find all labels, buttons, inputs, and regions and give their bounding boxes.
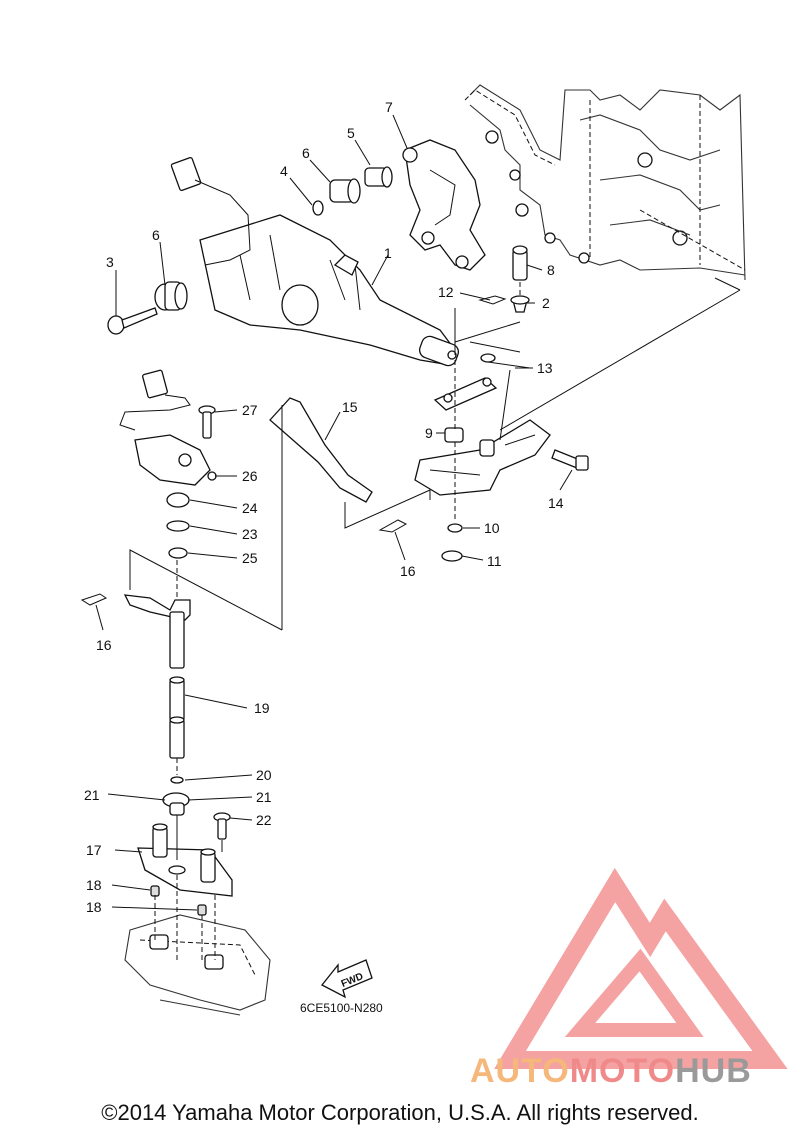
bracket-part-17: [137, 823, 233, 897]
callout-12: 12: [438, 284, 454, 300]
callout-16-left: 16: [96, 637, 112, 653]
bolt-part-22: [213, 812, 231, 840]
callout-14: 14: [548, 495, 564, 511]
clip-part-21: [162, 792, 190, 816]
bolt-part-14: [551, 449, 589, 471]
callout-18-upper: 18: [86, 877, 102, 893]
copyright-notice: ©2014 Yamaha Motor Corporation, U.S.A. A…: [101, 1100, 699, 1125]
callout-15: 15: [342, 399, 358, 415]
assembly-lines: [129, 277, 741, 960]
callout-17: 17: [86, 842, 102, 858]
callout-19: 19: [254, 700, 270, 716]
callout-27: 27: [242, 402, 258, 418]
washer-part-10: [447, 523, 463, 533]
callout-24: 24: [242, 500, 258, 516]
bushing-part-6-lower: [154, 281, 188, 311]
bushing-part-6-upper: [329, 178, 361, 204]
rod-part-15: [269, 397, 373, 503]
callout-23: 23: [242, 526, 258, 542]
shift-rod-assembly-part-1: [199, 214, 460, 367]
engine-block-outline: [464, 84, 746, 281]
callout-2: 2: [542, 295, 550, 311]
callout-7: 7: [385, 99, 393, 115]
watermark-logo: [494, 867, 788, 1069]
callout-25: 25: [242, 550, 258, 566]
clip-part-16-right: [378, 519, 408, 533]
callout-18-lower: 18: [86, 899, 102, 915]
diagram-code: 6CE5100-N280: [300, 1001, 383, 1015]
callout-1: 1: [384, 245, 392, 261]
callout-8: 8: [547, 262, 555, 278]
washer-part-11: [441, 550, 463, 562]
bolt-part-3: [107, 307, 158, 335]
lower-housing-outline: [124, 914, 271, 1016]
callout-3: 3: [106, 254, 114, 270]
callout-5: 5: [347, 125, 355, 141]
callout-22: 22: [256, 812, 272, 828]
bracket-part-7: [402, 139, 486, 271]
callout-11: 11: [487, 553, 502, 569]
washer-part-4: [312, 200, 324, 216]
collar-part-24: [166, 492, 190, 508]
watermark-brand: AUTOMOTOHUB: [470, 1052, 752, 1091]
watermark-part1: AUTO: [470, 1052, 570, 1090]
link-part-13: [433, 353, 498, 411]
clip-part-12: [478, 295, 507, 305]
leader-lines: [95, 114, 573, 911]
washer-part-23: [166, 520, 190, 532]
bolt-part-27: [198, 405, 216, 439]
fwd-arrow: FWD: [320, 959, 373, 999]
callout-13: 13: [537, 360, 553, 376]
watermark-part3: HUB: [675, 1052, 752, 1090]
dowel-part-18-upper: [150, 885, 160, 897]
sensor-part-26: [119, 369, 217, 486]
clip-part-25: [168, 547, 188, 559]
bushing-part-5: [364, 166, 393, 188]
callout-10: 10: [484, 520, 500, 536]
lever-plate: [414, 419, 551, 496]
watermark-part2: MOTO: [569, 1052, 676, 1090]
shaft-part-19: [123, 594, 191, 759]
oring-part-20: [170, 776, 184, 784]
pin-part-8: [512, 245, 528, 281]
harness-top: [170, 156, 251, 266]
callout-21-left: 21: [84, 787, 100, 803]
callout-20: 20: [256, 767, 272, 783]
callout-26: 26: [242, 468, 258, 484]
callout-labels: 1 2 3 4 5 6 6 7 8 9 10 11 12 13 14 15 16…: [84, 99, 564, 915]
collar-part-2: [510, 295, 530, 313]
collar-part-9: [444, 427, 464, 443]
callout-21-right: 21: [256, 789, 272, 805]
callout-6-lower: 6: [152, 227, 160, 243]
callout-6-upper: 6: [302, 145, 310, 161]
clip-part-16-left: [80, 593, 108, 606]
callout-4: 4: [280, 163, 288, 179]
callout-9: 9: [425, 425, 433, 441]
dowel-part-18-lower: [197, 904, 207, 916]
callout-16-right: 16: [400, 563, 416, 579]
